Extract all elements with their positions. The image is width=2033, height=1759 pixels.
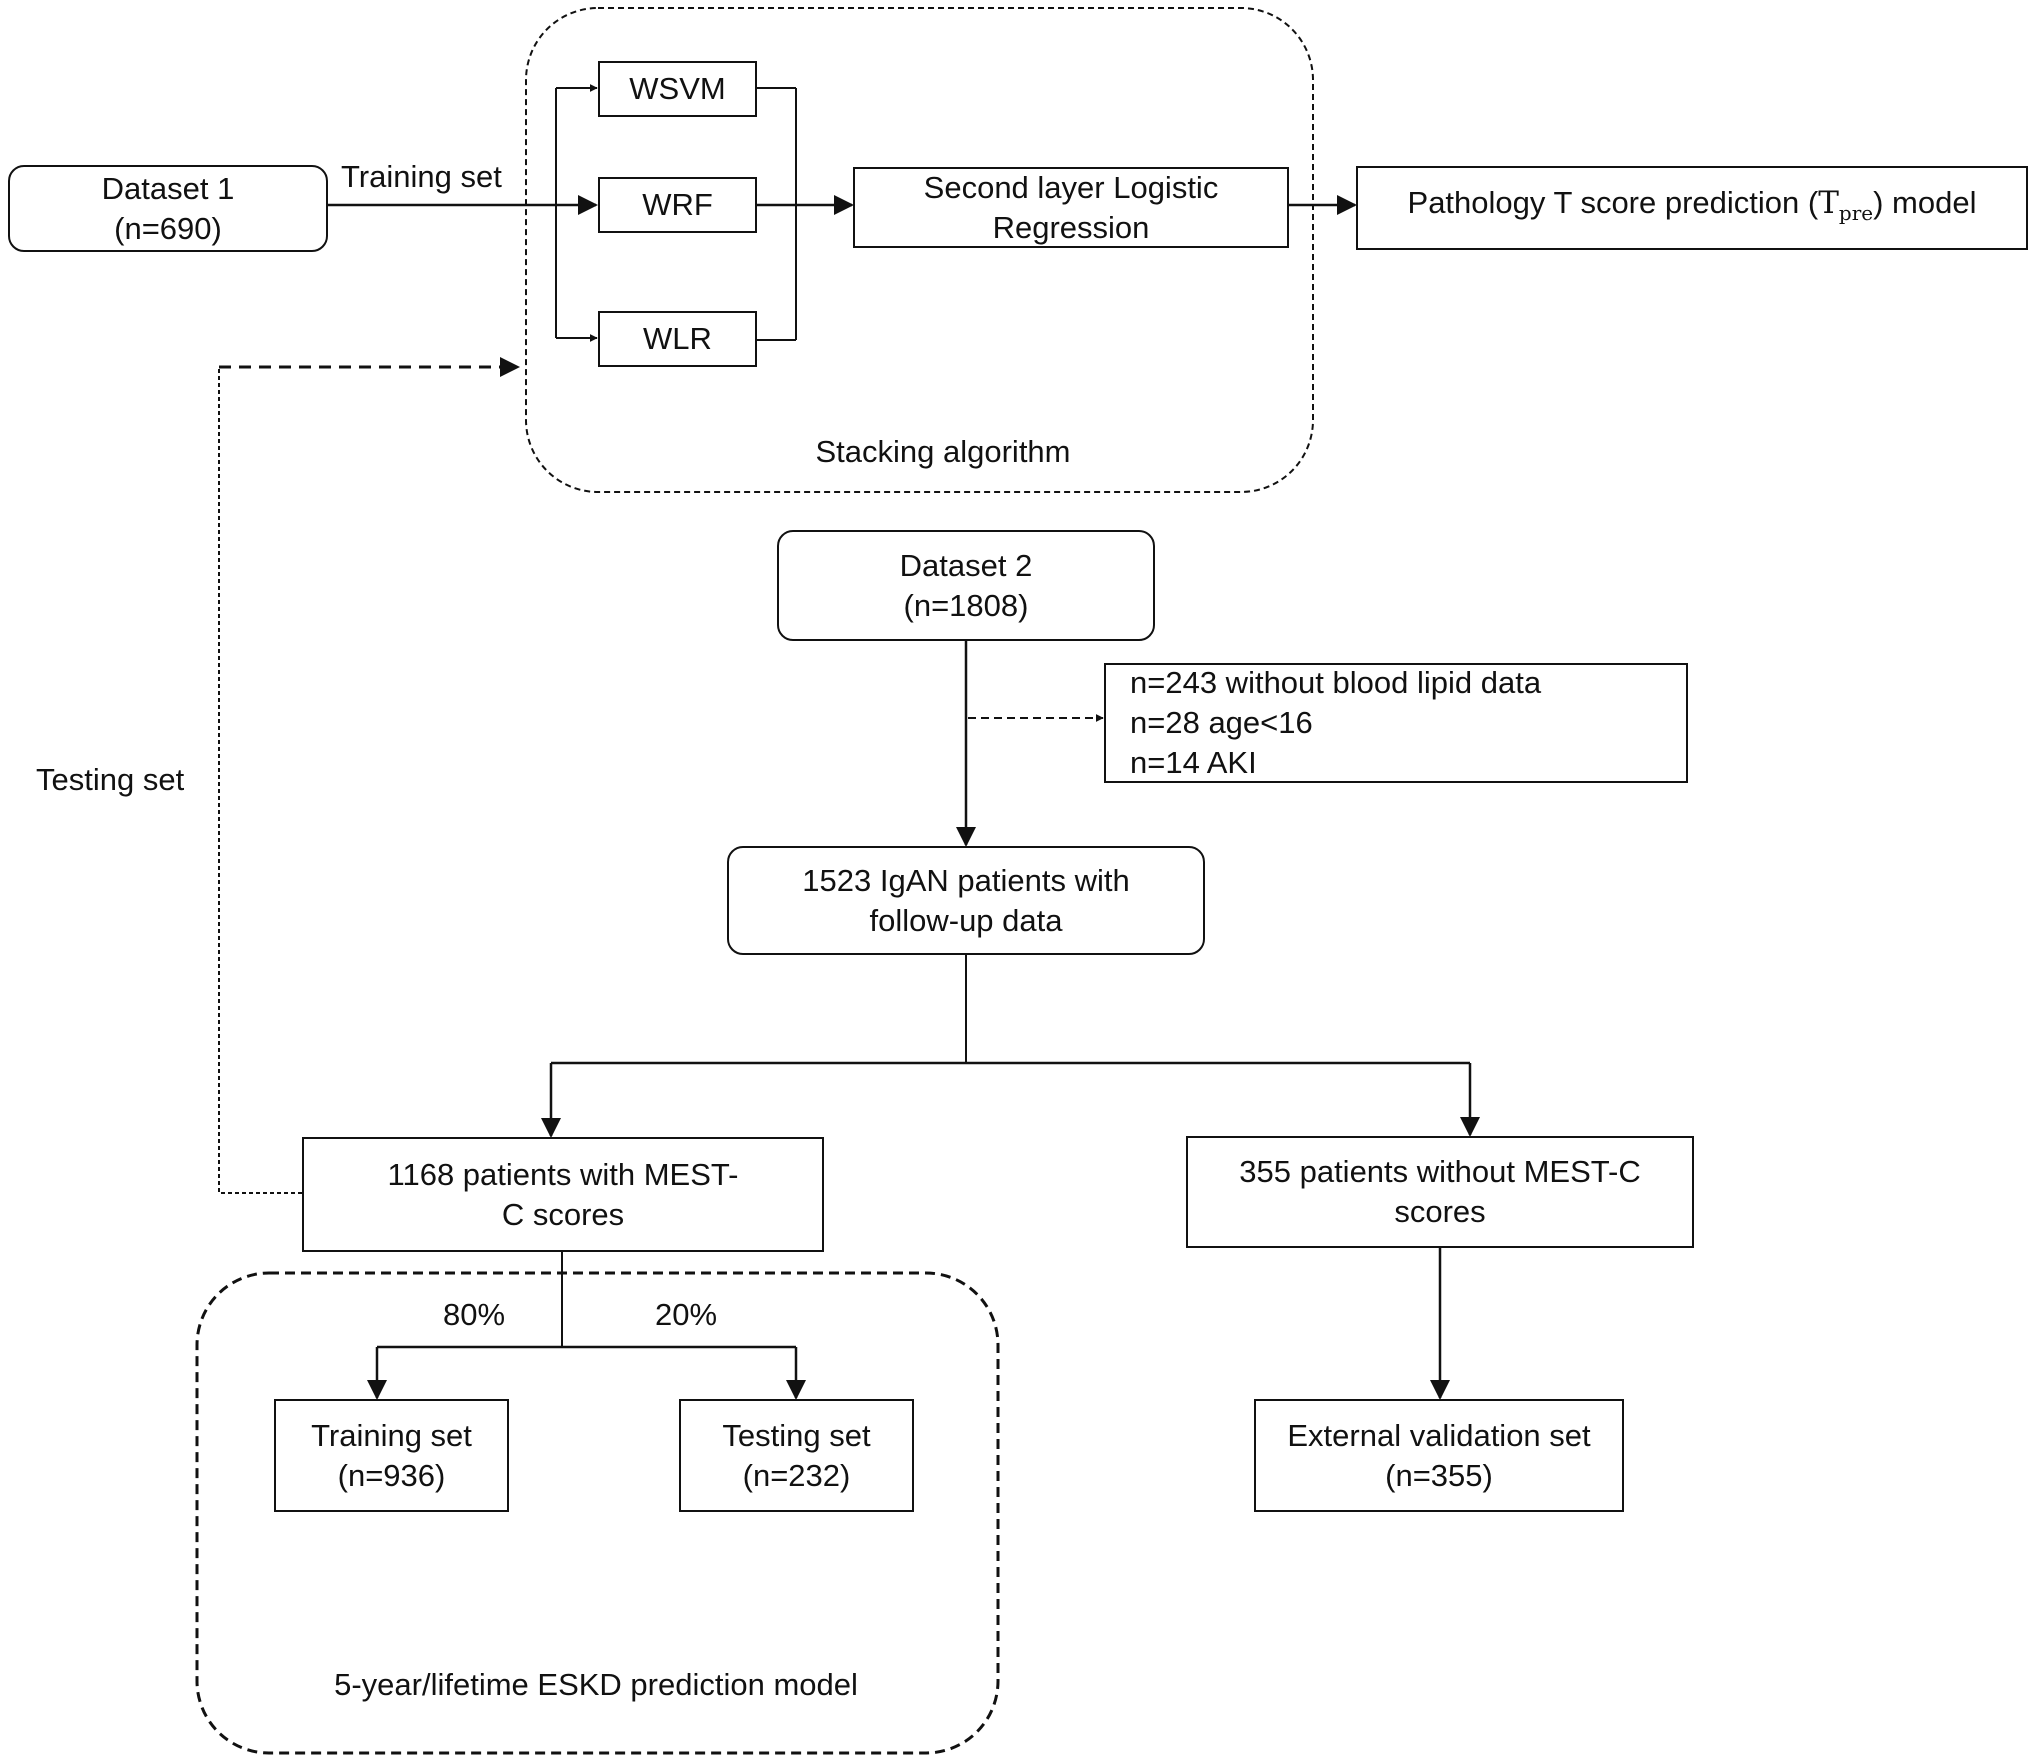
exclusions-box: n=243 without blood lipid data n=28 age<… bbox=[1104, 663, 1688, 783]
pathology-model-label: Pathology T score prediction (Tpre) mode… bbox=[1408, 183, 1977, 233]
igan-line2: follow-up data bbox=[869, 902, 1063, 938]
stacking-group-border bbox=[525, 7, 1314, 493]
test-percent-label: 20% bbox=[654, 1297, 718, 1332]
external-validation-title: External validation set bbox=[1287, 1417, 1591, 1453]
dataset1-count: (n=690) bbox=[114, 210, 222, 246]
model-box-wsvm: WSVM bbox=[598, 61, 757, 117]
exclusion-blood-lipid: n=243 without blood lipid data bbox=[1130, 665, 1542, 700]
with-mest-box: 1168 patients with MEST- C scores bbox=[302, 1137, 824, 1252]
dataset1-box: Dataset 1 (n=690) bbox=[8, 165, 328, 252]
dataset2-box: Dataset 2 (n=1808) bbox=[777, 530, 1155, 641]
without-mest-box: 355 patients without MEST-C scores bbox=[1186, 1136, 1694, 1248]
testing-set-title: Testing set bbox=[722, 1417, 871, 1453]
training-set-title: Training set bbox=[311, 1417, 472, 1453]
model-label-wrf: WRF bbox=[642, 187, 713, 222]
external-validation-count: (n=355) bbox=[1385, 1457, 1493, 1493]
training-set-count: (n=936) bbox=[337, 1457, 446, 1493]
dataset2-count: (n=1808) bbox=[903, 587, 1029, 623]
dataset1-title: Dataset 1 bbox=[101, 170, 235, 206]
dashed-testing-link bbox=[218, 368, 302, 1194]
igan-box: 1523 IgAN patients with follow-up data bbox=[727, 846, 1205, 955]
second-layer-line1: Second layer Logistic bbox=[923, 169, 1219, 205]
stacking-group-label: Stacking algorithm bbox=[815, 434, 1071, 469]
training-set-label: Training set bbox=[341, 159, 502, 194]
model-label-wsvm: WSVM bbox=[629, 71, 726, 106]
train-percent-label: 80% bbox=[442, 1297, 506, 1332]
pathology-model-prefix: Pathology T score prediction ( bbox=[1407, 185, 1819, 220]
without-mest-line1: 355 patients without MEST-C bbox=[1239, 1154, 1641, 1189]
with-mest-line1: 1168 patients with MEST- bbox=[387, 1156, 739, 1192]
with-mest-line2: C scores bbox=[501, 1196, 625, 1232]
exclusion-age: n=28 age<16 bbox=[1130, 705, 1313, 740]
testing-set-count: (n=232) bbox=[742, 1457, 851, 1493]
pathology-model-subscript: pre bbox=[1838, 201, 1874, 225]
testing-set-box: Testing set (n=232) bbox=[679, 1399, 914, 1512]
pathology-model-symbol: T bbox=[1818, 185, 1839, 221]
igan-line1: 1523 IgAN patients with bbox=[802, 862, 1130, 898]
pathology-model-box: Pathology T score prediction (Tpre) mode… bbox=[1356, 166, 2028, 250]
eskd-group-label: 5-year/lifetime ESKD prediction model bbox=[334, 1667, 858, 1702]
model-box-wrf: WRF bbox=[598, 177, 757, 233]
dataset2-title: Dataset 2 bbox=[899, 547, 1033, 583]
exclusion-aki: n=14 AKI bbox=[1130, 745, 1257, 780]
second-layer-line2: Regression bbox=[992, 209, 1150, 245]
eskd-group-border bbox=[195, 1271, 1000, 1755]
pathology-model-suffix: ) model bbox=[1873, 185, 1977, 220]
testing-set-link-label: Testing set bbox=[36, 762, 185, 797]
second-layer-box: Second layer Logistic Regression bbox=[853, 167, 1289, 248]
model-box-wlr: WLR bbox=[598, 311, 757, 367]
external-validation-box: External validation set (n=355) bbox=[1254, 1399, 1624, 1512]
training-set-box: Training set (n=936) bbox=[274, 1399, 509, 1512]
without-mest-line2: scores bbox=[1394, 1194, 1486, 1229]
model-label-wlr: WLR bbox=[643, 321, 712, 356]
